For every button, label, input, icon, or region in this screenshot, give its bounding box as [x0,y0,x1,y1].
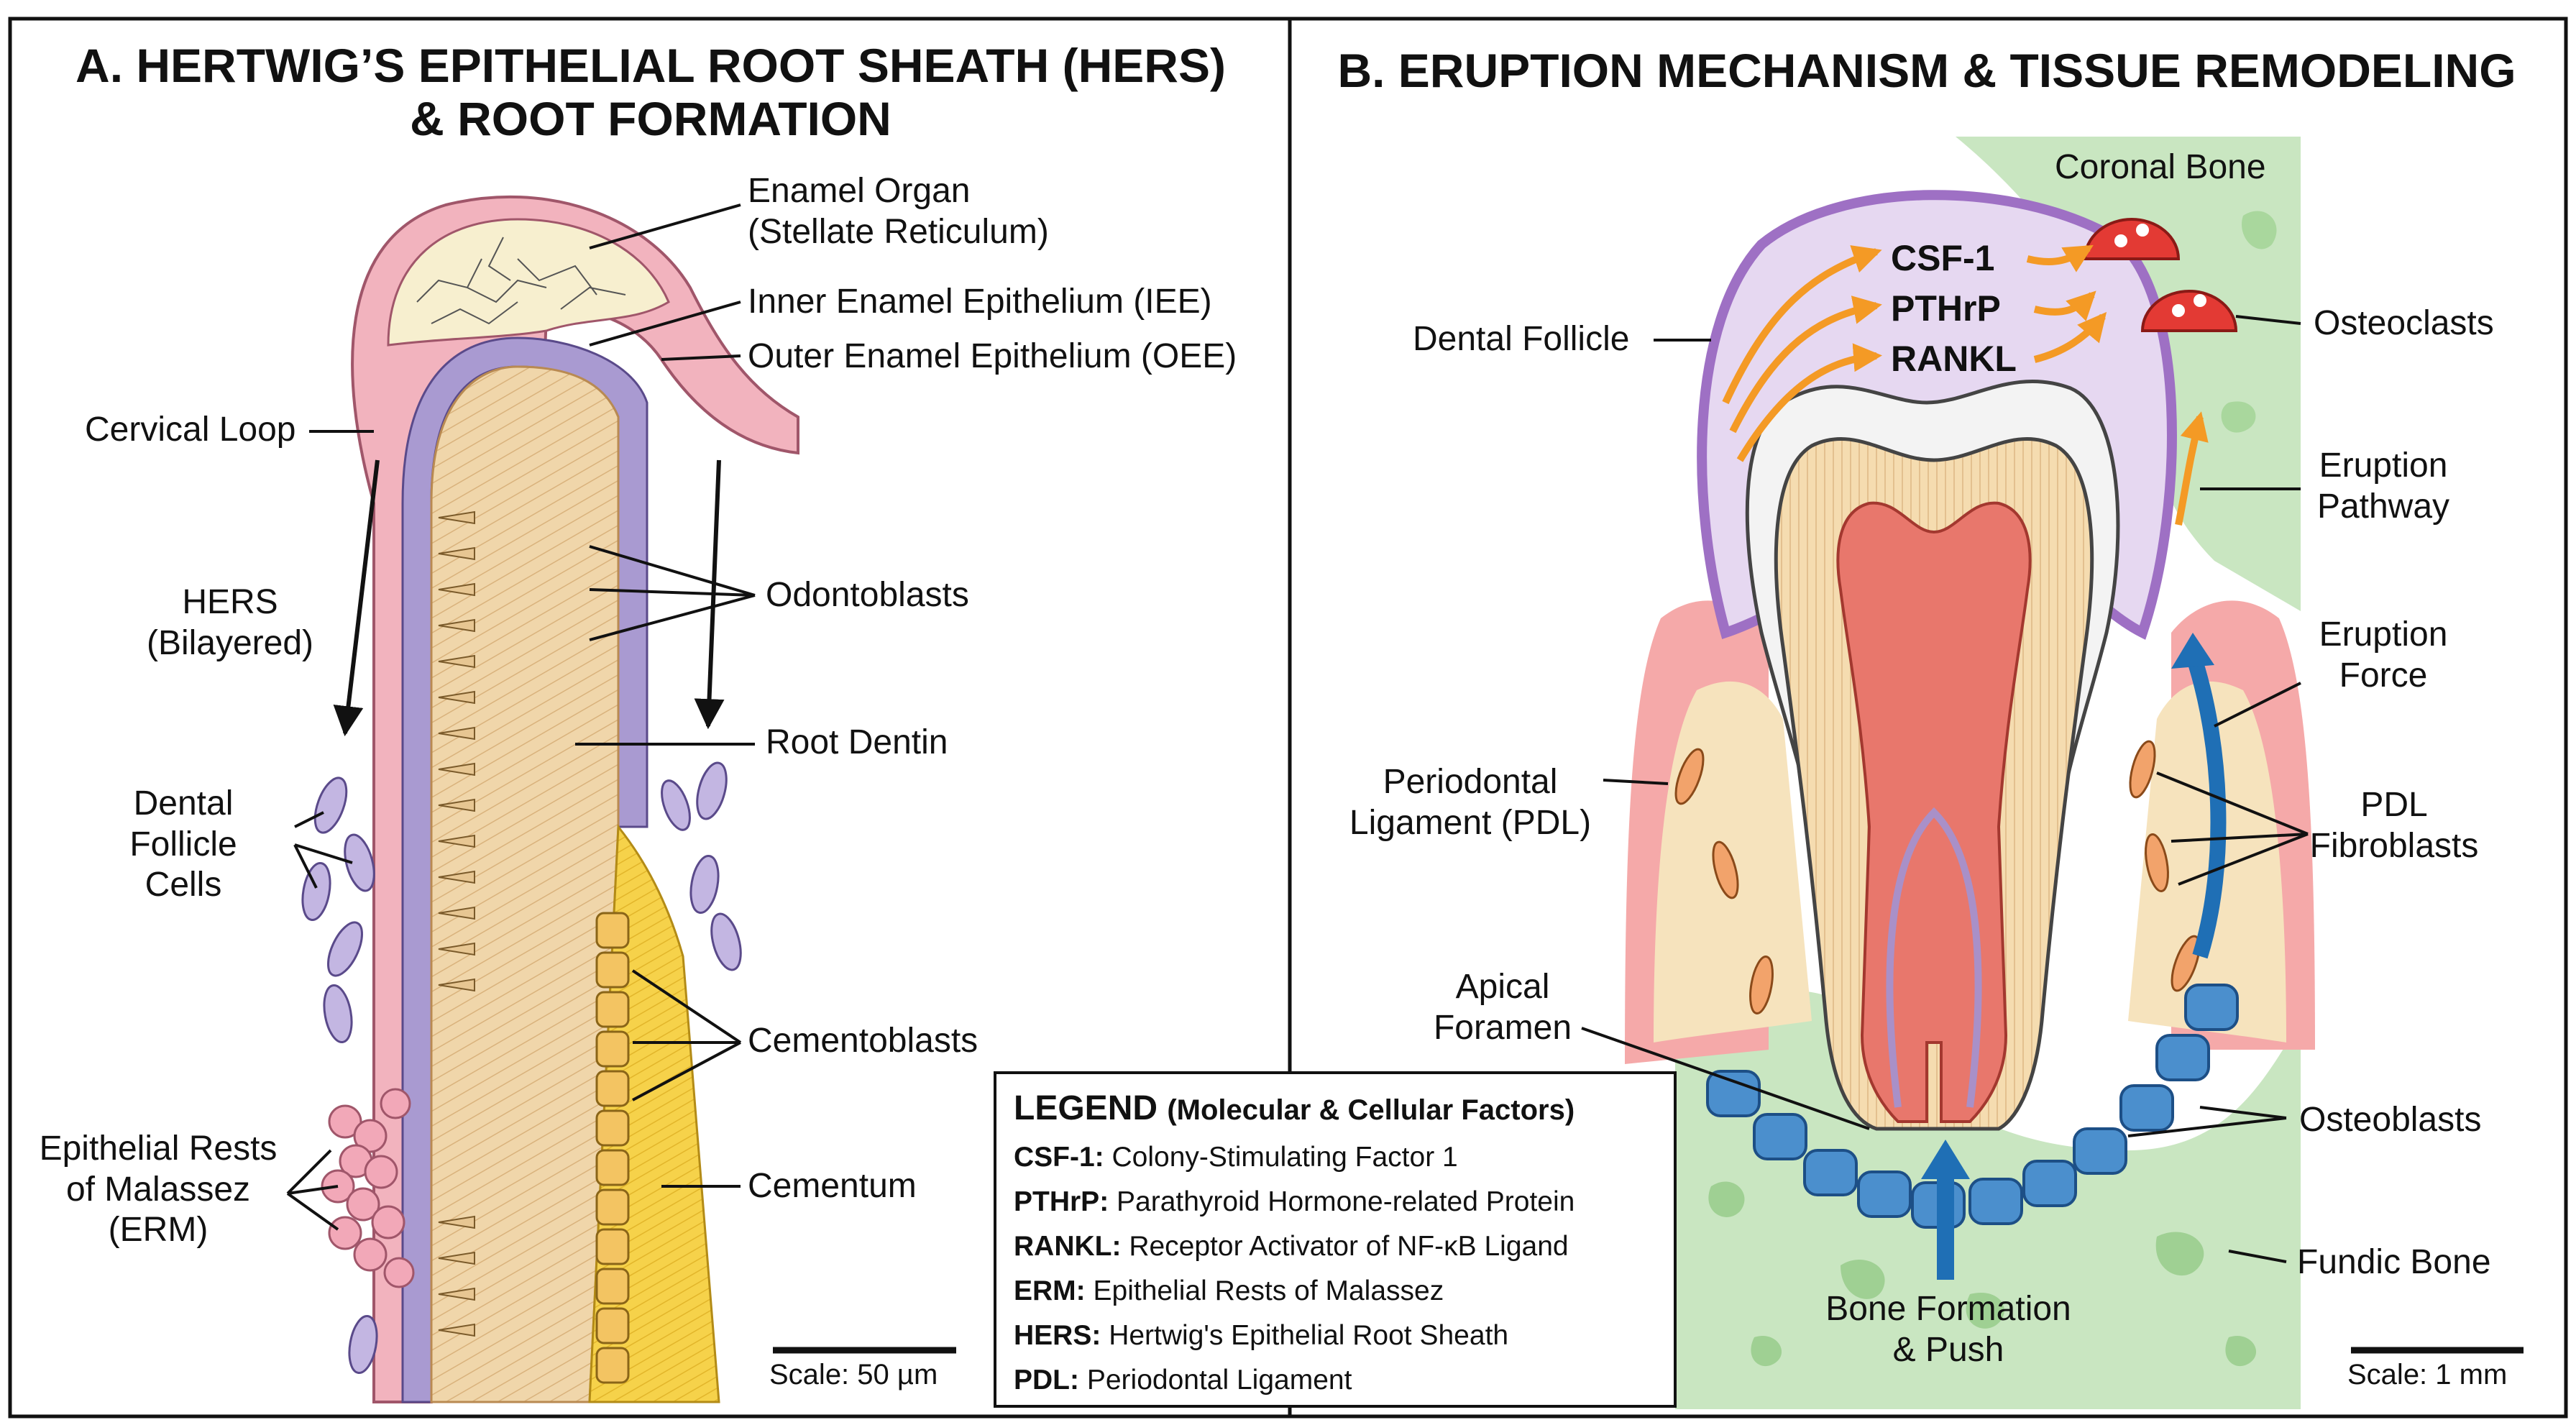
label-coronal-bone: Coronal Bone [2055,148,2266,186]
label-odontoblasts: Odontoblasts [766,576,969,614]
root-canal [1886,807,1982,1108]
legend-subtitle: (Molecular & Cellular Factors) [1167,1094,1575,1126]
label-osteoclasts: Osteoclasts [2314,304,2494,342]
legend-item: HERS: Hertwig's Epithelial Root Sheath [1014,1314,1656,1358]
panel-a-title: A. HERTWIG’S EPITHELIAL ROOT SHEATH (HER… [75,39,1226,145]
legend-item: ERM: Epithelial Rests of Malassez [1014,1269,1656,1314]
legend-heading: LEGEND [1014,1089,1158,1127]
label-pdl: Periodontal Ligament (PDL) [1349,763,1592,842]
label-erm: Epithelial Rests of Malassez (ERM) [39,1130,278,1250]
legend-item: CSF-1: Colony-Stimulating Factor 1 [1014,1135,1656,1180]
legend-item: PTHrP: Parathyroid Hormone-related Prote… [1014,1180,1656,1224]
legend-abbr: RANKL: [1014,1231,1122,1262]
bone-push-arrow [1937,1172,1954,1280]
root-dentin [430,365,620,1403]
pdl-right [2128,681,2286,1043]
label-apical-foramen: Apical Foramen [1433,968,1572,1047]
label-bone-formation: Bone Formation & Push [1825,1290,2071,1369]
eruption-force-arrow [2185,651,2227,959]
legend-abbr: PTHrP: [1014,1186,1109,1217]
odontoblast-row [438,510,475,1337]
panel-a-illustration [286,195,956,1403]
legend-title: LEGEND (Molecular & Cellular Factors) [1014,1089,1656,1128]
eruption-force-arrowhead [2171,633,2214,669]
stellate-network [416,237,626,325]
label-dental-follicle: Dental Follicle [1413,320,1630,358]
label-cervical-loop: Cervical Loop [85,411,296,449]
panel-b-title: B. ERUPTION MECHANISM & TISSUE REMODELIN… [1337,44,2516,97]
legend-abbr: HERS: [1014,1320,1101,1351]
panel-a-leader-lines [286,203,756,1231]
legend-abbr: PDL: [1014,1365,1079,1396]
label-dental-follicle-cells: Dental Follicle Cells [129,784,237,904]
label-root-dentin: Root Dentin [766,723,948,761]
legend-definition: Parathyroid Hormone-related Protein [1117,1186,1575,1217]
label-cementum: Cementum [748,1167,917,1205]
bone-push-arrowhead [1921,1140,1970,1179]
legend-definition: Hertwig's Epithelial Root Sheath [1109,1320,1509,1351]
panel-b-leader-lines [1581,315,2309,1263]
erm-cluster [321,1088,415,1288]
legend-box: LEGEND (Molecular & Cellular Factors) CS… [994,1071,1677,1408]
osteoblast-cells [1706,984,2239,1229]
legend-definition: Periodontal Ligament [1086,1365,1352,1396]
label-enamel-organ: Enamel Organ (Stellate Reticulum) [748,172,1049,251]
cementoblast-cells [595,912,630,1384]
scale-label-b: Scale: 1 mm [2347,1359,2508,1390]
label-hers: HERS (Bilayered) [146,583,314,662]
osteoclast-cells [2083,218,2238,332]
legend-abbr: ERM: [1014,1275,1086,1306]
panel-b-illustration [1581,137,2524,1409]
enamel-organ [387,218,670,347]
legend-definition: Receptor Activator of NF-κB Ligand [1129,1231,1569,1262]
inner-enamel-epithelium [401,336,648,1403]
label-cementoblasts: Cementoblasts [748,1022,978,1060]
label-eruption-force: Eruption Force [2319,615,2448,695]
label-pdl-fibroblasts: PDL Fibroblasts [2309,786,2479,865]
label-iee: Inner Enamel Epithelium (IEE) [748,283,1212,321]
label-fundic-bone: Fundic Bone [2297,1243,2491,1281]
label-oee: Outer Enamel Epithelium (OEE) [748,337,1237,375]
legend-definition: Colony-Stimulating Factor 1 [1111,1142,1458,1173]
growth-arrow-left [333,459,380,737]
label-osteoblasts: Osteoblasts [2299,1101,2482,1139]
label-eruption-pathway: Eruption Pathway [2316,446,2450,526]
molecule-pthrp: PTHrP [1891,288,2001,329]
molecule-csf1: CSF-1 [1891,238,1995,278]
pdl-fibroblast-cells [1674,740,2201,1014]
legend-definition: Epithelial Rests of Malassez [1093,1275,1444,1306]
legend-item: PDL: Periodontal Ligament [1014,1358,1656,1403]
legend-item: RANKL: Receptor Activator of NF-κB Ligan… [1014,1224,1656,1269]
molecule-rankl: RANKL [1891,339,2017,379]
legend-abbr: CSF-1: [1014,1142,1104,1173]
fundic-bone-texture [1708,1181,2257,1367]
scale-label-a: Scale: 50 µm [769,1359,938,1390]
signal-arrows [1722,244,2209,526]
